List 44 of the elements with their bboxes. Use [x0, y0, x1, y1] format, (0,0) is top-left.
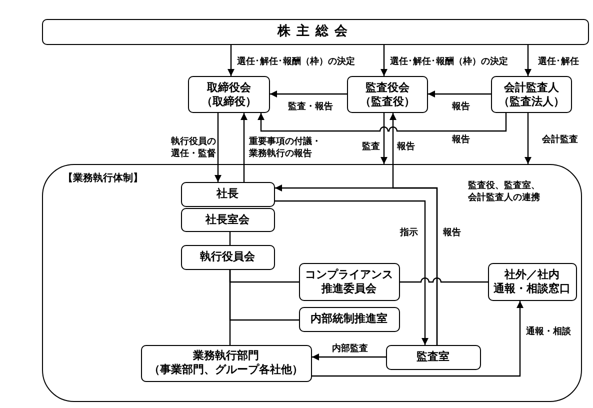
process-box: 業務執行部門（事業部門、グループ各社他） [140, 344, 312, 382]
edge-label: 選任･解任･報酬（枠）の決定 [237, 56, 355, 68]
process-box: 社長 [180, 182, 275, 207]
process-box: コンプライアンス推進委員会 [298, 262, 400, 301]
edge-label: 選任･解任 [538, 56, 579, 68]
process-box: 社長室会 [180, 208, 275, 232]
process-box: 執行役員会 [180, 244, 275, 270]
connector-line [229, 232, 231, 245]
edge-label: 選任･解任･報酬（枠）の決定 [390, 56, 508, 68]
edge-label: 内部監査 [332, 343, 368, 355]
section-heading: 【業務執行体制】 [63, 172, 143, 186]
arrow [240, 113, 248, 182]
connector-line [229, 270, 231, 345]
arrow [258, 113, 507, 132]
arrow [228, 45, 234, 76]
group-frame [42, 164, 582, 402]
arrow [214, 113, 222, 182]
process-box: 社外／社内通報・相談窓口 [488, 262, 577, 301]
arrow [428, 90, 491, 98]
banner-box: 株主総会 [42, 19, 589, 45]
edge-label: 報告 [452, 134, 470, 146]
edge-label: 指示 [400, 227, 418, 239]
arrow [312, 354, 386, 360]
arrow [312, 301, 524, 377]
edge-label: 監査 [362, 141, 380, 153]
edge-label: 監査・報告 [288, 101, 333, 113]
edge-label: 報告 [452, 101, 470, 113]
arrow [524, 113, 532, 164]
arrow [380, 113, 388, 164]
process-box: 取締役会（取締役） [188, 76, 270, 113]
process-box: 会計監査人（監査法人） [491, 76, 572, 113]
process-box: 内部統制推進室 [298, 306, 400, 332]
arrow [270, 90, 347, 98]
edge-label: 報告 [443, 227, 461, 239]
note-text: 監査役、監査室、会計監査人の連携 [468, 180, 540, 204]
edge-label: 通報・相談 [526, 326, 571, 338]
arrow [380, 45, 388, 76]
connector-line [400, 277, 488, 283]
edge-label: 会計監査 [542, 134, 578, 146]
edge-label: 執行役員の選任・監督 [171, 136, 216, 160]
edge-label: 報告 [397, 141, 415, 153]
process-box: 監査役会（監査役） [347, 76, 428, 113]
process-box: 監査室 [386, 344, 481, 370]
arrow [524, 45, 532, 76]
